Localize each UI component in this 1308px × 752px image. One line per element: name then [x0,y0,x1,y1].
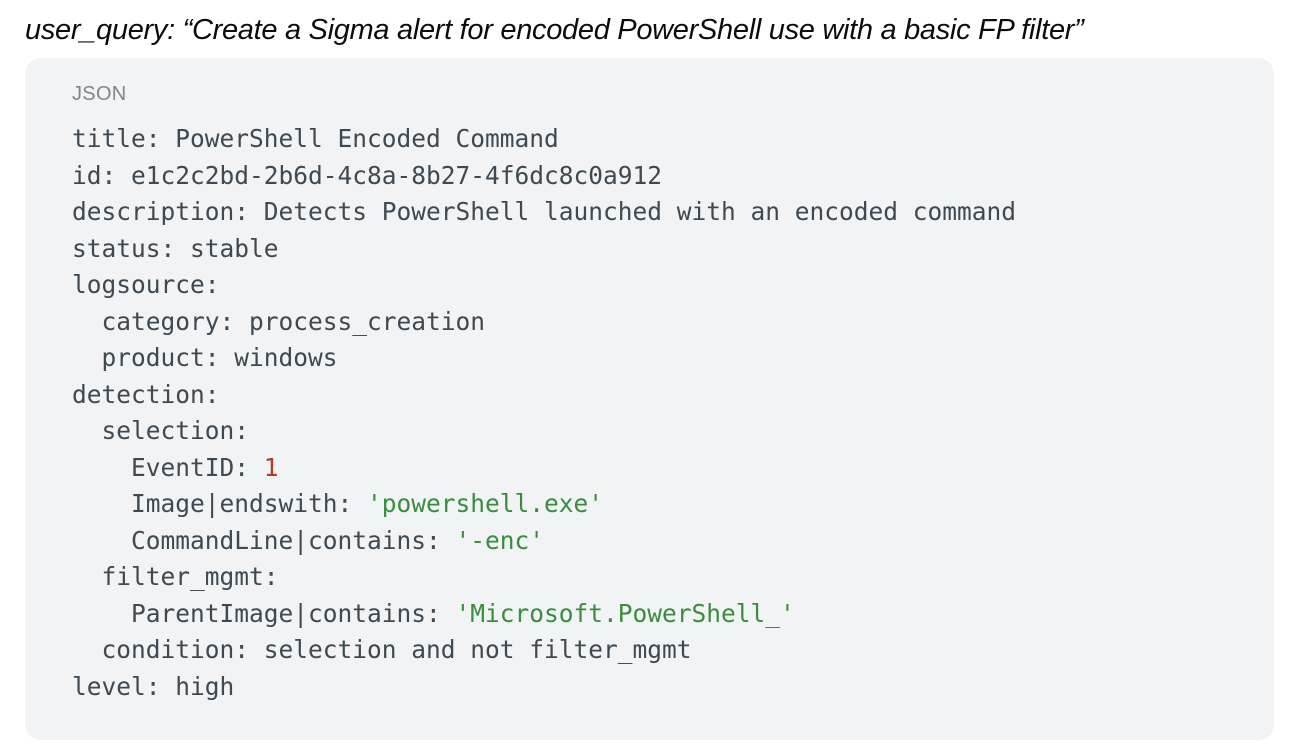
code-block: JSON title: PowerShell Encoded Command id… [25,58,1274,740]
code-line: ParentImage|contains: 'Microsoft.PowerSh… [72,596,1234,633]
code-segment-plain: selection: [72,416,250,445]
code-segment-plain: ParentImage|contains: [72,598,456,628]
code-segment-plain: category: process_creation [72,306,486,336]
code-segment-plain: description: Detects PowerShell launched… [72,197,1017,226]
code-segment-plain: product: windows [72,343,338,372]
code-segment-string: 'Microsoft.PowerShell_' [455,598,795,628]
code-line: category: process_creation [72,304,1234,341]
code-content: title: PowerShell Encoded Command id: e1c… [72,121,1234,705]
code-line: product: windows [72,340,1234,377]
code-segment-plain: filter_mgmt: [72,562,279,591]
code-line: EventID: 1 [72,450,1234,487]
code-segment-plain: CommandLine|contains: [72,525,456,555]
code-language-label: JSON [72,83,127,105]
code-segment-plain: level: high [72,671,235,701]
code-line: CommandLine|contains: '-enc' [72,523,1234,560]
code-line: filter_mgmt: [72,559,1234,596]
code-line: Image|endswith: 'powershell.exe' [72,486,1234,523]
code-segment-number: 1 [263,452,279,482]
code-segment-plain: logsource: [72,270,220,299]
user-query-text: user_query: “Create a Sigma alert for en… [25,14,1084,46]
code-segment-plain: detection: [72,379,220,409]
code-line: condition: selection and not filter_mgmt [72,632,1234,669]
code-segment-plain: title: PowerShell Encoded Command [72,124,559,153]
code-line: status: stable [72,231,1234,268]
code-line: id: e1c2c2bd-2b6d-4c8a-8b27-4f6dc8c0a912 [72,158,1234,195]
code-segment-string: 'powershell.exe' [367,489,604,518]
code-segment-plain: Image|endswith: [72,489,368,518]
code-segment-plain: EventID: [72,452,264,482]
code-segment-plain: id: e1c2c2bd-2b6d-4c8a-8b27-4f6dc8c0a912 [72,160,663,190]
code-segment-string: '-enc' [455,525,545,555]
code-line: level: high [72,669,1234,706]
code-line: detection: [72,377,1234,414]
code-line: title: PowerShell Encoded Command [72,121,1234,158]
code-line: description: Detects PowerShell launched… [72,194,1234,231]
code-line: selection: [72,413,1234,450]
code-line: logsource: [72,267,1234,304]
code-segment-plain: condition: selection and not filter_mgmt [72,635,692,664]
code-segment-plain: status: stable [72,233,279,263]
